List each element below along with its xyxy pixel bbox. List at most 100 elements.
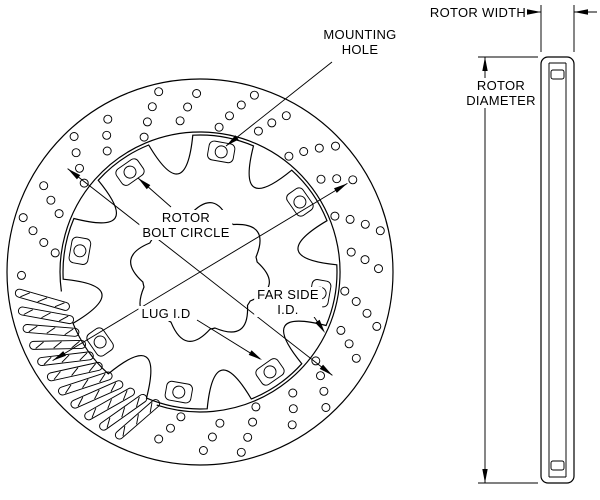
arrowhead	[315, 319, 325, 333]
vane-hatch-line	[107, 399, 112, 409]
drill-hole	[69, 132, 79, 141]
drill-hole	[236, 100, 246, 110]
arrowhead	[67, 168, 81, 180]
mounting-tab	[164, 380, 193, 404]
vane-hatch-line	[53, 371, 61, 380]
vane-slot-outline	[22, 324, 80, 337]
rotor-diameter-label-line1: ROTOR	[476, 78, 526, 93]
drill-hole	[253, 126, 263, 136]
vane-hatch-line	[88, 363, 96, 372]
arrowhead	[334, 183, 348, 193]
drill-hole	[18, 213, 28, 223]
vane-hatch-line	[46, 327, 56, 334]
vane-hatch-line	[35, 341, 44, 349]
vane-hatch-line	[58, 315, 69, 322]
vane-slot-outline	[29, 339, 87, 350]
drill-hole	[71, 148, 81, 158]
mounting-tab	[286, 187, 314, 217]
drill-hole	[214, 122, 224, 132]
arrowhead	[138, 178, 151, 190]
drill-hole	[175, 116, 185, 126]
vane-hatch-line	[64, 328, 74, 336]
vane-hatch-line	[20, 292, 31, 298]
arrowhead	[52, 351, 66, 361]
drill-hole	[198, 446, 208, 455]
drill-hole	[28, 226, 38, 236]
drill-hole	[243, 432, 253, 442]
drill-hole	[336, 325, 346, 335]
drill-hole	[362, 308, 372, 318]
arrowhead	[319, 364, 333, 376]
vane-slot-outline	[99, 393, 148, 431]
rotor-bolt-circle-label-line1: ROTOR	[161, 210, 211, 225]
drill-hole	[331, 141, 340, 151]
vane-hatch-line	[136, 414, 139, 425]
vane-hatch-line	[136, 396, 140, 407]
mounting-hole-leader	[225, 61, 333, 147]
vane-hatch-line	[77, 396, 84, 407]
mounting-tab	[207, 140, 236, 164]
mounting-tab-outline	[86, 327, 114, 357]
drill-hole	[248, 417, 258, 427]
drill-hole	[50, 248, 60, 258]
drill-hole	[236, 447, 246, 457]
drill-hole	[207, 432, 217, 442]
drill-hole	[316, 371, 325, 381]
mounting-flange-outline	[62, 134, 338, 410]
vane-slot-outline	[114, 399, 161, 440]
mounting-tab	[255, 358, 285, 386]
drill-hole	[102, 130, 112, 140]
mounting-tab-outline	[68, 236, 92, 265]
mounting-tab	[115, 158, 145, 186]
drill-hole	[102, 146, 112, 156]
drill-hole	[299, 147, 309, 156]
vane-slot	[22, 324, 80, 337]
arrowhead	[482, 469, 488, 483]
vane-slot	[17, 306, 75, 325]
drill-hole	[79, 178, 89, 188]
mounting-hole-label: MOUNTING HOLE	[323, 27, 396, 57]
vane-slot	[14, 288, 70, 311]
vane-slot	[37, 351, 94, 367]
drill-hole	[154, 87, 164, 97]
vane-slot-outline	[58, 371, 113, 396]
vane-hatch-line	[79, 352, 88, 361]
vane-hatch-line	[54, 302, 65, 308]
mounting-tab-outline	[286, 187, 314, 217]
drill-hole	[215, 418, 225, 428]
far-side-id-label: FAR SIDE I.D.	[254, 287, 322, 317]
arrowhead	[482, 57, 488, 71]
arrowhead	[226, 135, 239, 146]
vane-slot-outline	[17, 306, 75, 325]
lug-id-label: LUG I.D	[138, 306, 194, 321]
mounting-hole	[73, 244, 87, 258]
drill-hole	[75, 163, 84, 173]
drill-hole	[321, 403, 331, 412]
vane-hatch-line	[71, 340, 80, 349]
vane-slot-outline	[14, 288, 70, 311]
rotor-diameter-label: ROTOR DIAMETER	[463, 78, 539, 108]
vane-hatch-line	[149, 402, 153, 413]
rotor-width-label: ROTOR WIDTH	[429, 5, 527, 20]
drill-hole	[192, 89, 202, 98]
rotor-bolt-circle-label: ROTOR BOLT CIRCLE	[139, 210, 233, 240]
vane-slot	[114, 399, 161, 440]
vane-hatch-line	[65, 384, 72, 394]
side-hole-section	[550, 460, 565, 471]
dimension-lines	[52, 5, 597, 484]
vane-hatch-line	[37, 297, 48, 303]
vane-hatch-line	[99, 373, 106, 383]
drill-hole	[351, 297, 361, 306]
mounting-hole	[93, 335, 107, 349]
mounting-tab	[68, 236, 92, 265]
id-dimension-line	[52, 182, 348, 362]
drill-hole	[17, 270, 26, 280]
side-hole-section	[550, 69, 565, 80]
vane-hatch-line	[82, 378, 89, 389]
lug-id-leader	[196, 319, 261, 360]
drill-hole	[375, 226, 385, 236]
arrowhead	[248, 350, 262, 360]
drill-hole	[249, 90, 259, 100]
vane-hatch-line	[41, 312, 51, 319]
